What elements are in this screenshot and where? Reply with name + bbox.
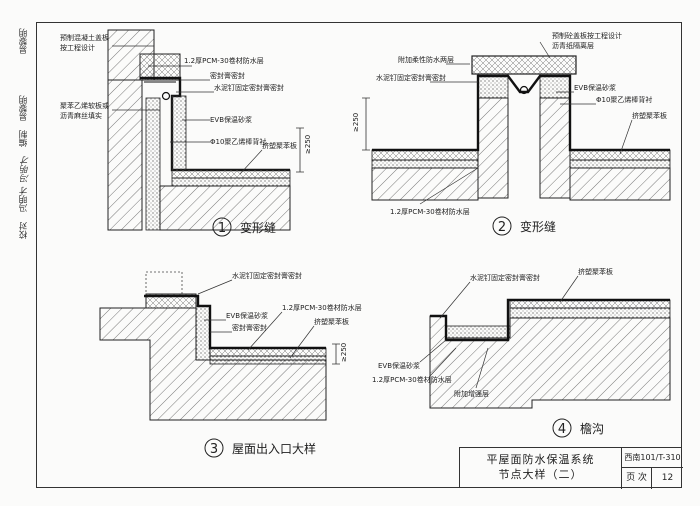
d4-label-c: EVB保温砂浆 — [378, 361, 420, 370]
d4-number: 4 — [558, 422, 566, 437]
page-label: 页 次 — [622, 468, 652, 489]
d3-label-c: 密封膏密封 — [232, 323, 267, 332]
d4-label-e: 附加增强层 — [454, 389, 489, 398]
d1-number: 1 — [218, 221, 226, 236]
d3-label-a: 水泥钉固定密封膏密封 — [232, 271, 302, 280]
d1-label-e2: 沥青麻丝填实 — [60, 111, 102, 120]
d2-label-b: 沥青纸隔离层 — [552, 41, 594, 50]
d2-label-a: 预制砼盖板按工程设计 — [552, 31, 622, 40]
d2-label-d: 水泥钉固定密封膏密封 — [376, 73, 446, 82]
d4-title: 檐沟 — [580, 422, 604, 436]
d2-number-circle — [492, 216, 512, 236]
drawing-title: 平屋面防水保温系统 节点大样（二） — [460, 448, 622, 489]
d1-label-a: 预制混凝土盖板 — [60, 33, 109, 42]
drawing-title-line2: 节点大样（二） — [498, 468, 583, 481]
detail-2-drawing — [362, 41, 671, 205]
d3-dimension: ≥250 — [340, 343, 348, 362]
detail-4-drawing — [419, 275, 671, 409]
d2-label-g: 挤塑聚苯板 — [632, 111, 667, 120]
d3-label-e: 挤塑聚苯板 — [314, 317, 349, 326]
d3-number-circle — [204, 438, 224, 458]
d2-number: 2 — [498, 220, 506, 235]
d1-label-b: 1.2厚PCM-30卷材防水层 — [184, 56, 264, 65]
detail-1-drawing — [107, 29, 304, 231]
d3-title: 屋面出入口大样 — [232, 441, 316, 456]
d4-number-circle — [552, 418, 572, 438]
d1-label-g: Φ10聚乙烯棒背衬 — [210, 137, 266, 146]
drawing-frame — [36, 22, 682, 488]
d2-label-h: 1.2厚PCM-30卷材防水层 — [390, 207, 470, 216]
d1-label-a2: 按工程设计 — [60, 43, 95, 52]
d2-label-c: 附加柔性防水两层 — [398, 55, 454, 64]
detail-3-drawing — [99, 271, 340, 421]
d3-label-d: 1.2厚PCM-30卷材防水层 — [282, 303, 362, 312]
d1-label-d: 水泥钉固定密封膏密封 — [214, 83, 284, 92]
d1-label-e: 聚苯乙烯软板或 — [60, 101, 109, 110]
d4-label-b: 挤塑聚苯板 — [578, 267, 613, 276]
d1-label-c: 密封膏密封 — [210, 71, 245, 80]
d1-dimension: ≥250 — [304, 135, 312, 154]
d2-dimension: ≥250 — [352, 113, 360, 132]
d2-label-f: Φ10聚乙烯棒背衬 — [596, 95, 652, 104]
drawing-title-line1: 平屋面防水保温系统 — [486, 453, 595, 466]
d2-label-e: EVB保温砂浆 — [574, 83, 616, 92]
d4-label-d: 1.2厚PCM-30卷材防水层 — [372, 375, 452, 384]
d3-label-b: EVB保温砂浆 — [226, 311, 268, 320]
title-block: 平屋面防水保温系统 节点大样（二） 西南101/T-310 页 次 12 — [459, 447, 683, 489]
d1-number-circle — [212, 217, 232, 237]
page-number: 12 — [661, 473, 674, 483]
d1-label-f: EVB保温砂浆 — [210, 115, 252, 124]
d4-label-a: 水泥钉固定密封膏密封 — [470, 273, 540, 282]
d2-title: 变形缝 — [520, 219, 556, 234]
d3-number: 3 — [210, 442, 218, 457]
atlas-code: 西南101/T-310 — [622, 448, 683, 468]
d1-label-h: 挤塑聚苯板 — [262, 141, 297, 150]
d1-title: 变形缝 — [240, 220, 276, 235]
